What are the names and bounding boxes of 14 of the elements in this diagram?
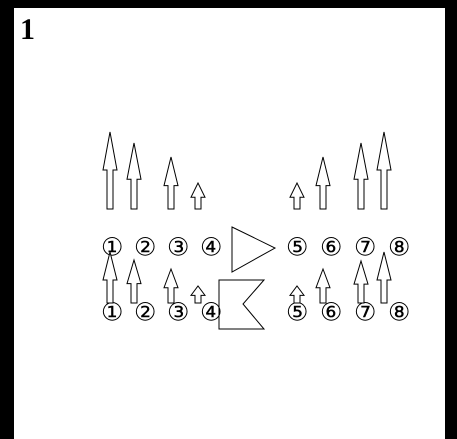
circled-number: ⑥	[320, 236, 342, 260]
circled-number: ⑥	[320, 300, 342, 326]
circled-number: ②	[134, 236, 156, 260]
circled-number: ⑦	[354, 236, 376, 260]
circled-number: ④	[200, 236, 222, 260]
circled-number: ③	[167, 236, 189, 260]
circled-number: ⑦	[354, 300, 376, 326]
circled-number: ⑧	[388, 300, 410, 326]
circled-number: ③	[167, 300, 189, 326]
circled-number: ①	[101, 236, 123, 260]
panel-number: 1	[20, 15, 35, 45]
circled-number: ②	[134, 300, 156, 326]
circled-number: ⑧	[388, 236, 410, 260]
circled-number: ⑤	[286, 236, 308, 260]
